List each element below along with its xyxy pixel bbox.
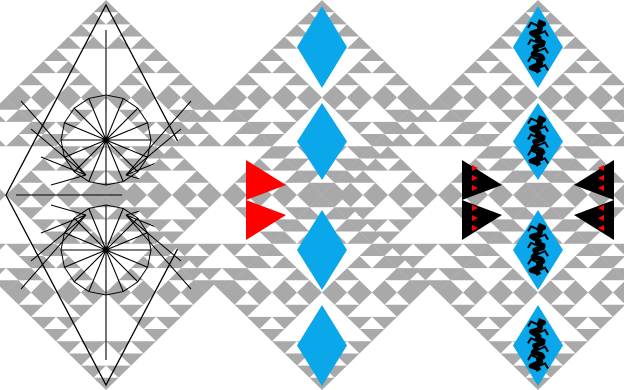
figure-canvas [0,0,624,390]
